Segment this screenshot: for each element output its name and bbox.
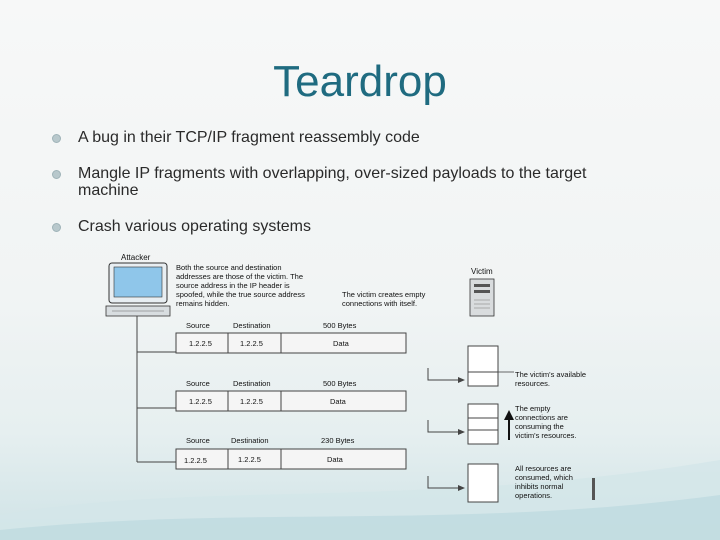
svg-text:230 Bytes: 230 Bytes: [321, 436, 355, 445]
packet-1: Source Destination 500 Bytes 1.2.2.5 1.2…: [137, 321, 407, 354]
svg-text:1.2.2.5: 1.2.2.5: [189, 339, 212, 348]
svg-text:Source: Source: [186, 321, 210, 330]
svg-text:1.2.2.5: 1.2.2.5: [184, 456, 207, 465]
note-victim: The victim creates empty connections wit…: [342, 290, 427, 308]
svg-text:Destination: Destination: [233, 379, 271, 388]
svg-text:1.2.2.5: 1.2.2.5: [189, 397, 212, 406]
svg-text:Data: Data: [327, 455, 344, 464]
svg-text:1.2.2.5: 1.2.2.5: [240, 397, 263, 406]
attacker-label: Attacker: [121, 253, 151, 262]
resource-stack-2: [427, 403, 499, 445]
svg-text:Data: Data: [333, 339, 350, 348]
figure-credit-mark: [592, 478, 595, 500]
victim-server-icon: [469, 278, 495, 317]
annotation-empty-connections: The empty connections are consuming the …: [515, 404, 576, 440]
bullet-dot-icon: [52, 134, 61, 143]
svg-text:Destination: Destination: [231, 436, 269, 445]
bullet-dot-icon: [52, 170, 61, 179]
bullet-text: Crash various operating systems: [78, 218, 311, 235]
attacker-computer-icon: [105, 262, 171, 317]
svg-text:Destination: Destination: [233, 321, 271, 330]
background-wave: [0, 460, 720, 540]
svg-text:Source: Source: [186, 379, 210, 388]
svg-text:Source: Source: [186, 436, 210, 445]
up-arrow-icon: [504, 410, 514, 440]
bullet-text: A bug in their TCP/IP fragment reassembl…: [78, 129, 420, 146]
packet-3: Source Destination 230 Bytes 1.2.2.5 1.2…: [137, 436, 407, 470]
svg-text:500 Bytes: 500 Bytes: [323, 379, 357, 388]
svg-text:500 Bytes: 500 Bytes: [323, 321, 357, 330]
bullet-dot-icon: [52, 223, 61, 232]
annotation-available-resources: The victim's available resources.: [515, 370, 588, 388]
resource-stack-1: [427, 345, 514, 387]
annotation-resources-consumed: All resources are consumed, which inhibi…: [515, 464, 575, 500]
victim-label: Victim: [471, 267, 493, 276]
bullet-text: Mangle IP fragments with overlapping, ov…: [78, 165, 587, 199]
slide-title: Teardrop: [273, 57, 447, 106]
note-top: Both the source and destination addresse…: [176, 263, 307, 308]
packet-2: Source Destination 500 Bytes 1.2.2.5 1.2…: [137, 379, 407, 412]
svg-text:1.2.2.5: 1.2.2.5: [238, 455, 261, 464]
svg-text:1.2.2.5: 1.2.2.5: [240, 339, 263, 348]
svg-text:Data: Data: [330, 397, 347, 406]
resource-stack-3: [427, 463, 499, 503]
